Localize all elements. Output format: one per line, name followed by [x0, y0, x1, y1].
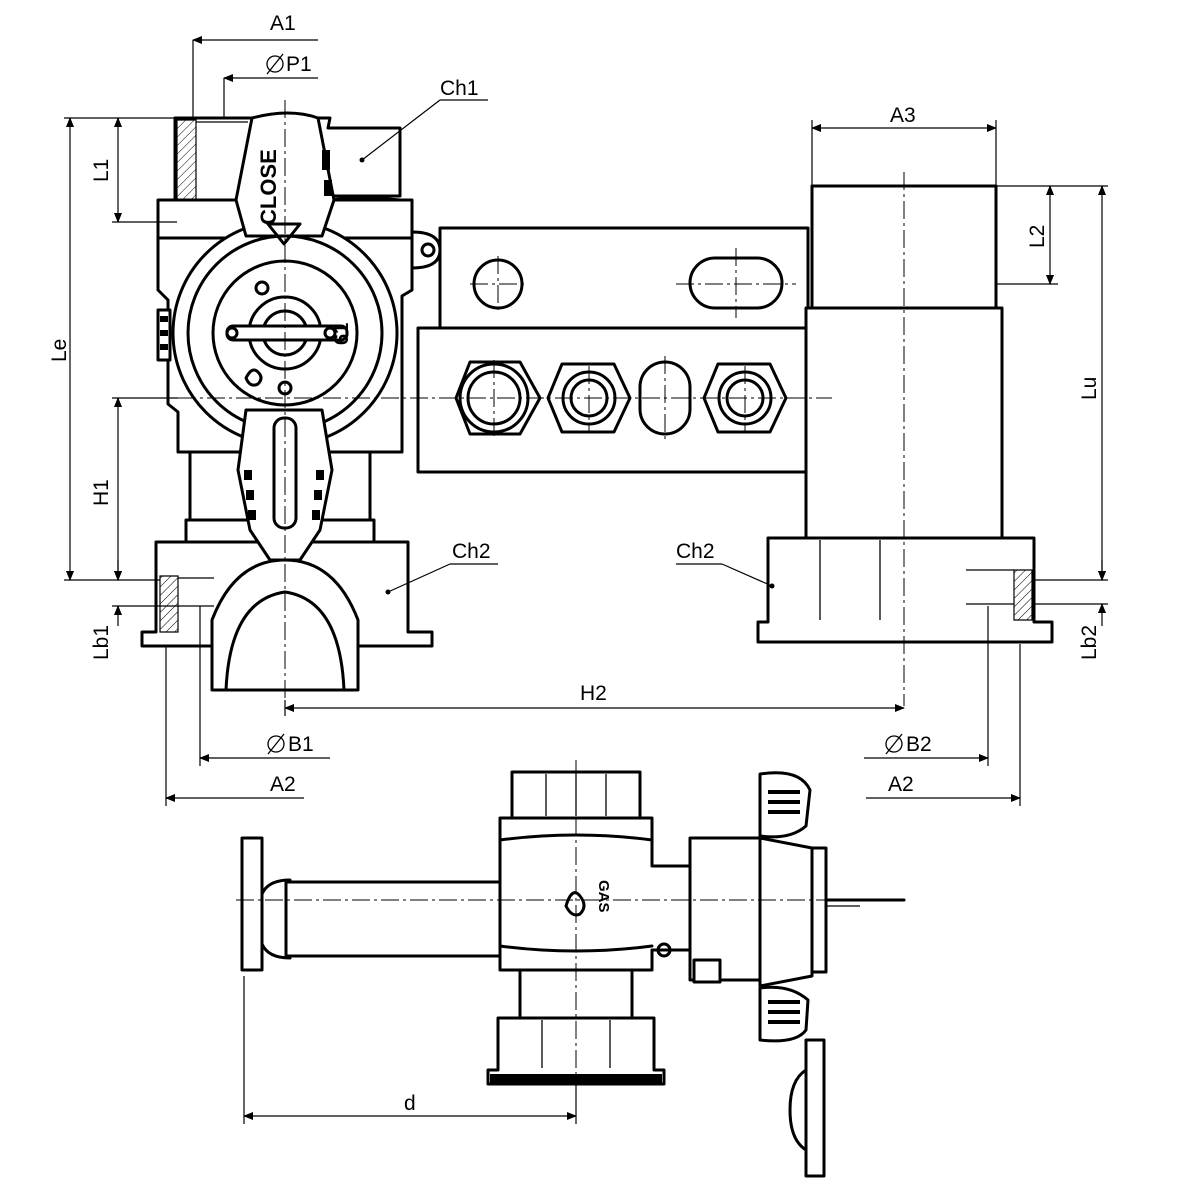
dim-a3: A3 [890, 104, 916, 127]
dimension-lines [64, 36, 1108, 1124]
dim-d: d [404, 1092, 416, 1115]
dim-l1: L1 [90, 159, 113, 182]
dim-a1: A1 [270, 12, 296, 35]
dim-ch2-right: Ch2 [676, 540, 715, 563]
center-lines [120, 100, 905, 706]
dim-lu: Lu [1078, 377, 1101, 400]
dim-b2: B2 [906, 733, 932, 756]
front-view-valve-body: CLOSE 61 [140, 111, 442, 692]
dim-b1: B1 [288, 733, 314, 756]
dim-le: Le [48, 339, 71, 362]
close-label: CLOSE [256, 149, 281, 225]
side-view-valve: GAS [236, 760, 906, 1178]
dim-a2-right: A2 [888, 773, 914, 796]
dim-l2: L2 [1026, 225, 1049, 248]
dim-h2: H2 [580, 682, 607, 705]
dim-h1: H1 [90, 479, 113, 506]
diameter-icon [267, 733, 285, 755]
dim-p1: P1 [286, 53, 312, 76]
dim-ch1: Ch1 [440, 77, 479, 100]
dimension-labels: A1 P1 Ch1 A3 L1 Le H1 Lb1 L2 Lu Lb2 Ch2 … [48, 12, 1101, 1115]
dim-lb2: Lb2 [1078, 625, 1101, 660]
flame-icon [564, 891, 586, 917]
diameter-icon [266, 53, 284, 75]
gas-label: GAS [595, 880, 612, 913]
flame-icon [244, 368, 263, 387]
dial-number: 61 [331, 323, 353, 345]
dim-lb1: Lb1 [90, 625, 113, 660]
mounting-bracket [416, 226, 820, 474]
dim-a2-left: A2 [270, 773, 296, 796]
triangle-down-icon [266, 222, 302, 246]
diameter-icon [885, 733, 903, 755]
dim-ch2-left: Ch2 [452, 540, 491, 563]
